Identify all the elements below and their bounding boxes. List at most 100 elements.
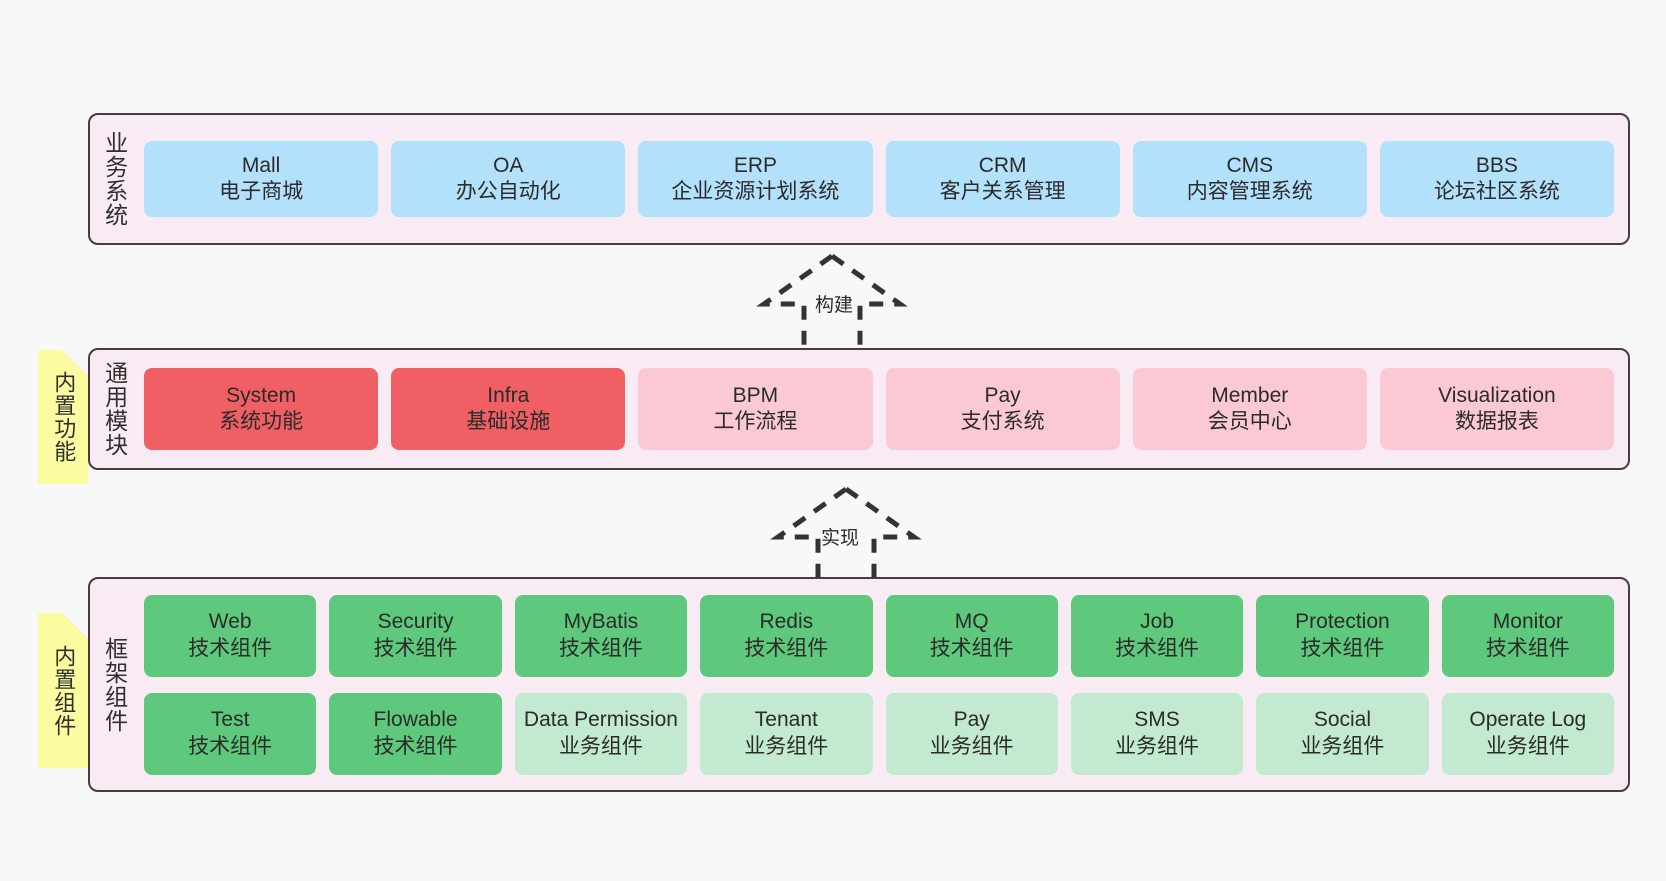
node-title: CRM — [978, 153, 1027, 177]
node-row: System 系统功能 Infra 基础设施 BPM 工作流程 Pay 支付系统… — [144, 368, 1615, 450]
node-title: Mall — [241, 153, 281, 177]
sticky-note-label: 内置功能 — [51, 371, 77, 463]
layer-body-modules: System 系统功能 Infra 基础设施 BPM 工作流程 Pay 支付系统… — [138, 350, 1628, 468]
node-title: BPM — [732, 383, 779, 407]
node-tenant[interactable]: Tenant 业务组件 — [700, 692, 873, 775]
node-test[interactable]: Test 技术组件 — [144, 692, 317, 775]
node-title: System — [226, 383, 297, 407]
node-mybatis[interactable]: MyBatis 技术组件 — [514, 594, 688, 677]
node-title: Infra — [487, 383, 530, 407]
node-subtitle: 技术组件 — [558, 636, 643, 660]
layer-framework-components: 框架组件 Web 技术组件 Security 技术组件 MyBatis 技术组件… — [88, 577, 1630, 792]
node-crm[interactable]: CRM 客户关系管理 — [885, 141, 1120, 217]
node-web[interactable]: Web 技术组件 — [144, 594, 317, 677]
node-title: Job — [1140, 610, 1174, 634]
node-title: MQ — [954, 610, 989, 634]
node-title: Visualization — [1438, 383, 1556, 407]
node-title: Pay — [953, 708, 990, 732]
node-title: SMS — [1134, 708, 1180, 732]
node-subtitle: 业务组件 — [1485, 734, 1570, 758]
node-subtitle: 系统功能 — [219, 410, 304, 433]
node-subtitle: 技术组件 — [1115, 636, 1200, 660]
node-subtitle: 技术组件 — [188, 636, 273, 660]
node-title: Operate Log — [1469, 708, 1587, 732]
node-mq[interactable]: MQ 技术组件 — [885, 594, 1058, 677]
node-redis[interactable]: Redis 技术组件 — [700, 594, 873, 677]
node-title: Web — [208, 610, 252, 634]
node-subtitle: 基础设施 — [466, 410, 551, 433]
node-title: Protection — [1295, 610, 1390, 634]
node-social[interactable]: Social 业务组件 — [1256, 692, 1429, 775]
node-pay[interactable]: Pay 支付系统 — [885, 368, 1120, 450]
node-subtitle: 内容管理系统 — [1186, 180, 1313, 203]
node-sms[interactable]: SMS 业务组件 — [1070, 692, 1244, 775]
node-job[interactable]: Job 技术组件 — [1070, 594, 1244, 677]
node-operate-log[interactable]: Operate Log 业务组件 — [1441, 692, 1614, 775]
node-title: Social — [1313, 708, 1372, 732]
node-subtitle: 论坛社区系统 — [1433, 180, 1560, 203]
node-subtitle: 技术组件 — [373, 636, 458, 660]
sticky-note-builtin-components: 内置组件 — [38, 613, 88, 768]
node-subtitle: 数据报表 — [1454, 410, 1539, 433]
node-cms[interactable]: CMS 内容管理系统 — [1132, 141, 1367, 217]
layer-body-framework: Web 技术组件 Security 技术组件 MyBatis 技术组件 Redi… — [138, 579, 1628, 790]
layer-title-framework: 框架组件 — [101, 636, 128, 733]
node-data-permission[interactable]: Data Permission 业务组件 — [514, 692, 688, 775]
node-subtitle: 会员中心 — [1207, 410, 1292, 433]
node-subtitle: 电子商城 — [219, 180, 304, 203]
node-bpm[interactable]: BPM 工作流程 — [638, 368, 873, 450]
node-subtitle: 技术组件 — [373, 734, 458, 758]
node-title: Data Permission — [523, 708, 678, 732]
sticky-note-label: 内置组件 — [51, 644, 77, 737]
node-title: Flowable — [373, 708, 458, 732]
arrow-implement-label: 实现 — [821, 528, 860, 549]
arrow-build-icon — [756, 253, 908, 347]
node-title: Security — [377, 610, 454, 634]
node-subtitle: 业务组件 — [744, 734, 829, 758]
node-title: Member — [1211, 383, 1289, 407]
node-subtitle: 业务组件 — [1115, 734, 1200, 758]
node-row: Web 技术组件 Security 技术组件 MyBatis 技术组件 Redi… — [144, 594, 1614, 677]
node-protection[interactable]: Protection 技术组件 — [1256, 594, 1429, 677]
node-member[interactable]: Member 会员中心 — [1132, 368, 1367, 450]
node-mall[interactable]: Mall 电子商城 — [144, 141, 379, 217]
node-subtitle: 技术组件 — [929, 636, 1014, 660]
node-flowable[interactable]: Flowable 技术组件 — [329, 692, 502, 775]
arrow-implement-icon — [770, 486, 922, 580]
sticky-note-builtin-features: 内置功能 — [38, 350, 88, 484]
node-title: OA — [493, 153, 524, 177]
node-title: Pay — [984, 383, 1021, 407]
node-system[interactable]: System 系统功能 — [144, 368, 379, 450]
node-row: Mall 电子商城 OA 办公自动化 ERP 企业资源计划系统 CRM 客户关系… — [144, 141, 1615, 217]
arrow-build: 构建 — [752, 252, 912, 347]
node-pay-component[interactable]: Pay 业务组件 — [885, 692, 1058, 775]
node-bbs[interactable]: BBS 论坛社区系统 — [1379, 141, 1615, 217]
node-subtitle: 客户关系管理 — [939, 180, 1066, 203]
node-row: Test 技术组件 Flowable 技术组件 Data Permission … — [144, 692, 1614, 775]
node-subtitle: 业务组件 — [558, 734, 643, 758]
node-title: Tenant — [754, 708, 818, 732]
node-erp[interactable]: ERP 企业资源计划系统 — [638, 141, 873, 217]
node-subtitle: 工作流程 — [713, 410, 798, 433]
node-subtitle: 办公自动化 — [455, 180, 561, 203]
node-visualization[interactable]: Visualization 数据报表 — [1379, 368, 1615, 450]
node-title: BBS — [1475, 153, 1518, 177]
layer-title-business: 业务系统 — [101, 131, 128, 227]
node-monitor[interactable]: Monitor 技术组件 — [1441, 594, 1614, 677]
node-title: Redis — [759, 610, 814, 634]
node-title: ERP — [733, 153, 778, 177]
node-subtitle: 技术组件 — [1300, 636, 1385, 660]
arrow-implement: 实现 — [766, 485, 926, 580]
node-subtitle: 技术组件 — [1485, 636, 1570, 660]
node-oa[interactable]: OA 办公自动化 — [391, 141, 626, 217]
node-subtitle: 支付系统 — [960, 410, 1045, 433]
node-security[interactable]: Security 技术组件 — [329, 594, 502, 677]
node-subtitle: 业务组件 — [1300, 734, 1385, 758]
node-infra[interactable]: Infra 基础设施 — [391, 368, 626, 450]
layer-body-business: Mall 电子商城 OA 办公自动化 ERP 企业资源计划系统 CRM 客户关系… — [138, 115, 1628, 243]
layer-common-modules: 通用模块 System 系统功能 Infra 基础设施 BPM 工作流程 Pay… — [88, 348, 1630, 470]
node-subtitle: 技术组件 — [188, 734, 273, 758]
node-title: Test — [210, 708, 250, 732]
layer-title-modules: 通用模块 — [101, 361, 128, 457]
